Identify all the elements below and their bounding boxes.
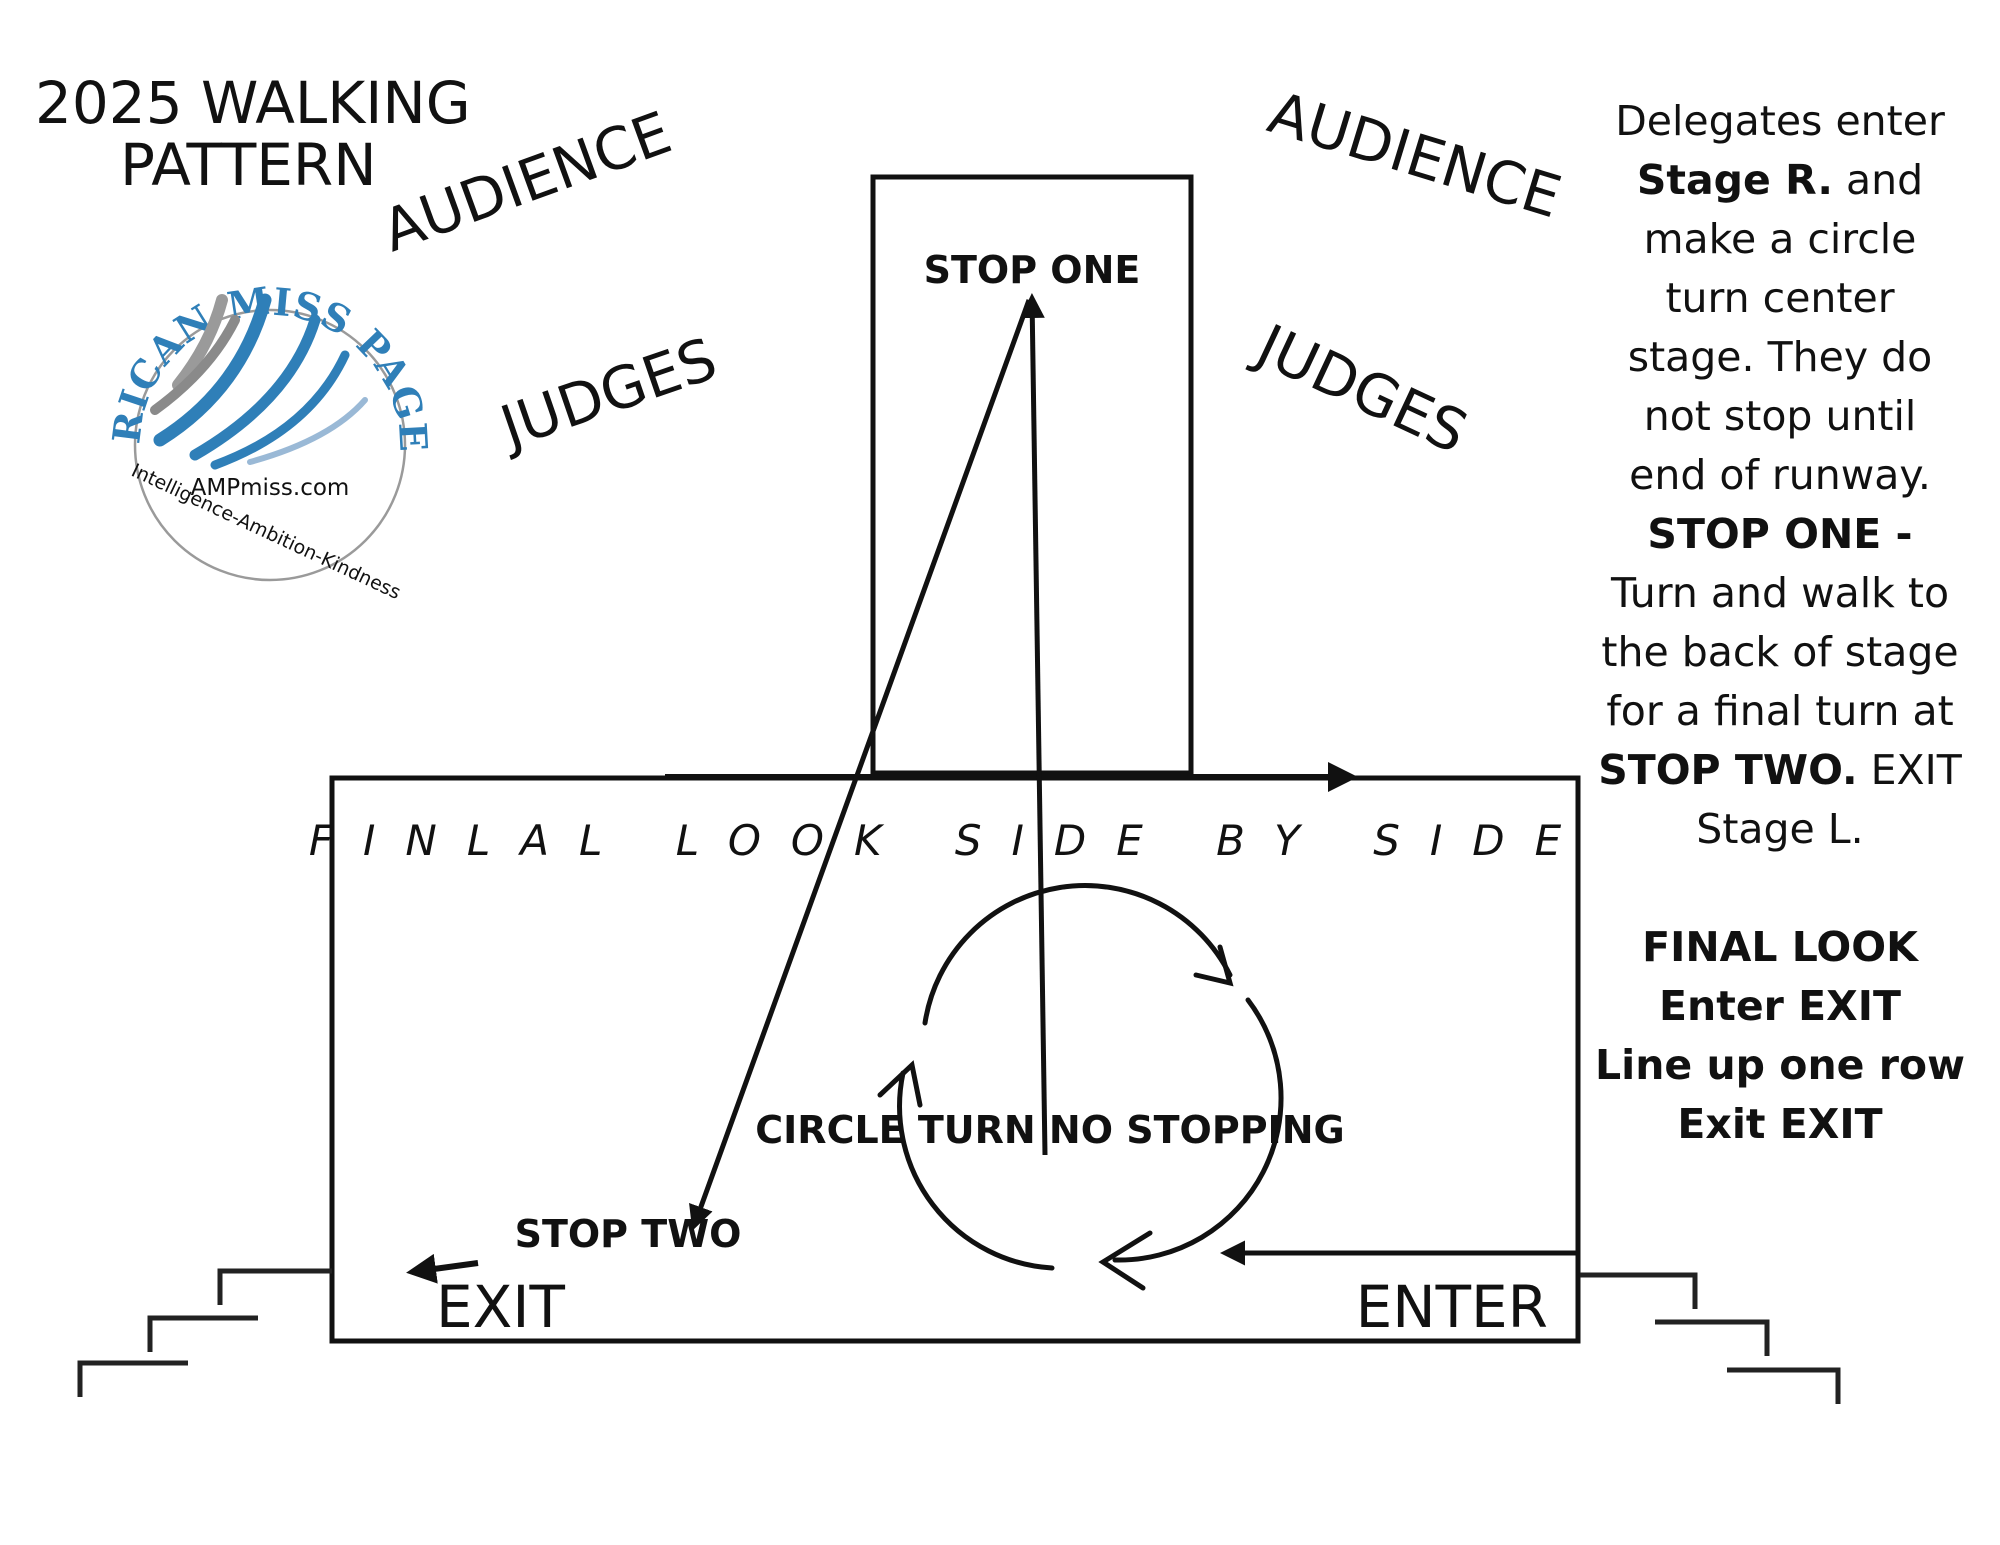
instr-line: make a circle [1643,215,1917,263]
instr-line: FINAL LOOK [1575,918,1985,977]
audience-right-label: AUDIENCE [1261,78,1569,231]
final-look-banner: FINLAL LOOK SIDE BY SIDE [309,816,1591,865]
instr-bold: FINAL LOOK [1642,923,1918,971]
instr-line: Turn and walk to [1610,569,1950,617]
instr-text: and [1832,156,1924,204]
logo-website: AMPmiss.com [191,475,350,501]
instr-line: for a final turn at [1606,687,1954,735]
page-title-line2: PATTERN [120,131,377,199]
instr-line: Stage L. [1696,805,1864,853]
instr-bold: Line up one row [1595,1041,1965,1089]
instr-line: Enter EXIT [1575,977,1985,1036]
instr-line: Delegates enter [1615,97,1945,145]
instr-line: Line up one row [1575,1036,1985,1095]
instr-line: stage. They do [1627,333,1933,381]
instr-bold: STOP ONE - [1647,510,1913,558]
exit-label: EXIT [436,1273,565,1341]
instr-line: the back of stage [1601,628,1959,676]
instructions-panel: Delegates enter Stage R. and make a circ… [1575,92,1985,1154]
instr-line: STOP ONE - [1575,505,1985,564]
stairs-left [80,1271,332,1396]
circle-turn-label: CIRCLE TURN NO STOPPING [755,1108,1344,1152]
walk-to-stop-one-arrow [1019,293,1048,1156]
instr-bold: STOP TWO. [1598,746,1858,794]
walk-to-stop-two-arrow [689,299,1032,1231]
page-title-line1: 2025 WALKING [35,69,471,137]
stop-two-label: STOP TWO [515,1212,742,1256]
instr-line: Exit EXIT [1575,1095,1985,1154]
instr-line: STOP TWO. EXIT [1575,741,1985,800]
circle-turn-arrows [877,883,1284,1291]
stairs-right-steps [1580,1272,1841,1404]
instr-line: end of runway. [1629,451,1931,499]
runway [870,174,1194,776]
instr-bold: Exit EXIT [1677,1100,1883,1148]
exit-arrow [406,1253,479,1284]
instr-line: Stage R. and [1575,151,1985,210]
logo-swoosh-icon [150,293,368,470]
instr-spacer [1575,859,1985,918]
instr-line: turn center [1665,274,1895,322]
stop-one-label: STOP ONE [924,248,1141,292]
instr-bold: Stage R. [1636,156,1833,204]
stairs-left-steps [77,1268,332,1397]
judges-left-label: JUDGES [490,324,725,462]
instr-text: EXIT [1857,746,1962,794]
instr-line: not stop until [1643,392,1917,440]
enter-label: ENTER [1356,1273,1548,1341]
instr-bold: Enter EXIT [1659,982,1901,1030]
judges-right-label: JUDGES [1244,310,1477,467]
